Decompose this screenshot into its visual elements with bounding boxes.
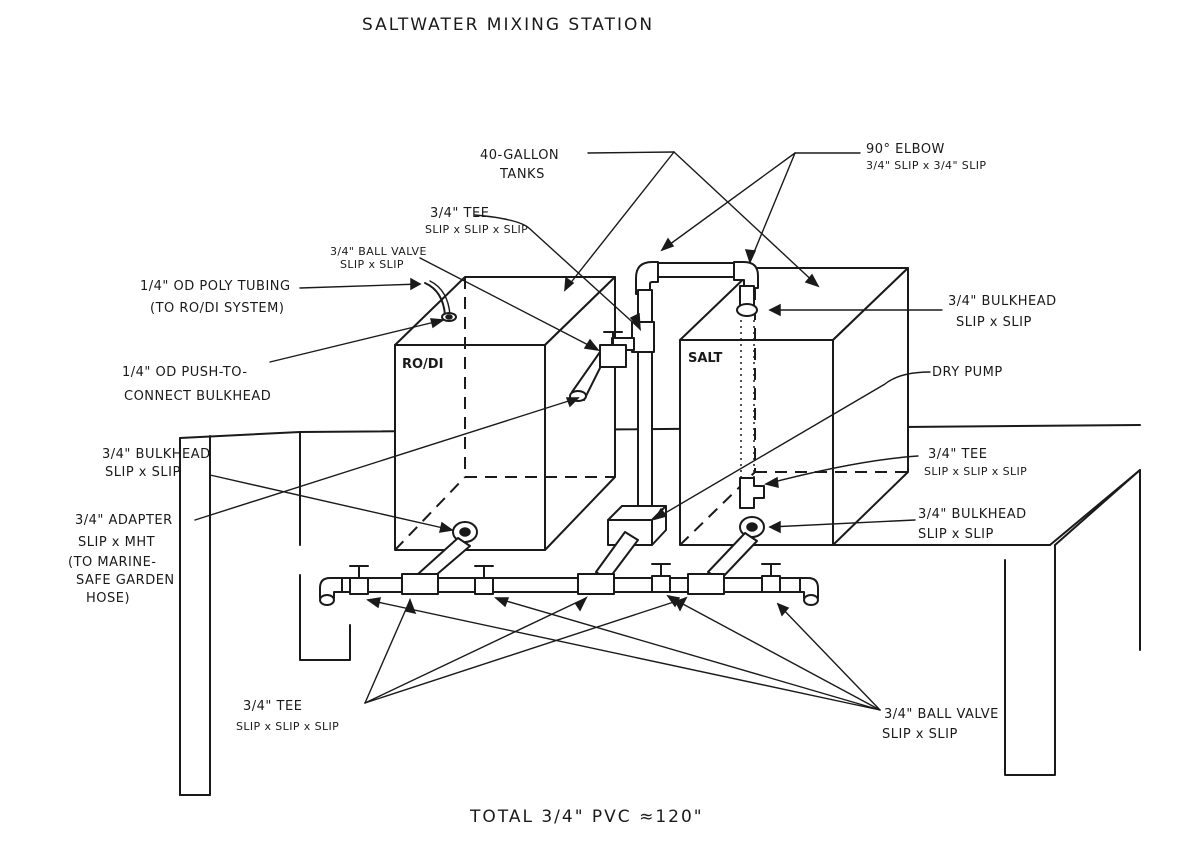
tank-rodi bbox=[394, 276, 616, 551]
piping bbox=[319, 261, 819, 606]
svg-text:SLIP x SLIP x SLIP: SLIP x SLIP x SLIP bbox=[236, 720, 339, 733]
label-adapter: 3/4" ADAPTER SLIP x MHT (TO MARINE- SAFE… bbox=[68, 513, 175, 606]
label-forty-gallon: 40-GALLON TANKS bbox=[480, 148, 559, 182]
table bbox=[179, 424, 1141, 796]
svg-text:1/4" OD PUSH-TO-: 1/4" OD PUSH-TO- bbox=[122, 365, 248, 380]
svg-text:HOSE): HOSE) bbox=[86, 591, 130, 606]
label-dry-pump: DRY PUMP bbox=[932, 365, 1003, 380]
svg-text:3/4" TEE: 3/4" TEE bbox=[928, 447, 987, 462]
label-push-connect: 1/4" OD PUSH-TO- CONNECT BULKHEAD bbox=[122, 365, 271, 404]
svg-text:3/4" TEE: 3/4" TEE bbox=[243, 699, 302, 714]
footer-total: TOTAL 3/4" PVC ≈120" bbox=[469, 807, 704, 827]
svg-text:3/4" ADAPTER: 3/4" ADAPTER bbox=[75, 513, 173, 528]
svg-text:1/4" OD POLY TUBING: 1/4" OD POLY TUBING bbox=[140, 279, 291, 294]
svg-text:DRY PUMP: DRY PUMP bbox=[932, 365, 1003, 380]
label-tee-right: 3/4" TEE SLIP x SLIP x SLIP bbox=[924, 447, 1027, 478]
svg-text:3/4" BALL VALVE: 3/4" BALL VALVE bbox=[884, 707, 999, 722]
svg-text:SLIP x MHT: SLIP x MHT bbox=[78, 535, 155, 550]
svg-text:3/4" TEE: 3/4" TEE bbox=[430, 206, 489, 221]
svg-text:SAFE GARDEN: SAFE GARDEN bbox=[76, 573, 175, 588]
svg-text:3/4" SLIP x 3/4" SLIP: 3/4" SLIP x 3/4" SLIP bbox=[866, 159, 986, 172]
svg-text:SLIP x SLIP: SLIP x SLIP bbox=[340, 258, 404, 271]
svg-text:SLIP x SLIP: SLIP x SLIP bbox=[105, 465, 181, 480]
svg-text:3/4" BULKHEAD: 3/4" BULKHEAD bbox=[918, 507, 1027, 522]
title-text: SALTWATER MIXING STATION bbox=[362, 15, 654, 35]
label-ball-valve-bottom: 3/4" BALL VALVE SLIP x SLIP bbox=[882, 707, 999, 742]
label-bulkhead-right-top: 3/4" BULKHEAD SLIP x SLIP bbox=[948, 294, 1057, 330]
svg-text:90° ELBOW: 90° ELBOW bbox=[866, 142, 945, 157]
svg-text:SLIP x SLIP: SLIP x SLIP bbox=[882, 727, 958, 742]
tank-label-rodi: RO/DI bbox=[402, 357, 443, 372]
manifold-valve-1 bbox=[349, 565, 369, 595]
tank-label-salt: SALT bbox=[688, 351, 723, 366]
label-ball-valve-top: 3/4" BALL VALVE SLIP x SLIP bbox=[330, 245, 427, 271]
manifold-valve-3 bbox=[651, 563, 671, 593]
label-bulkhead-right-low: 3/4" BULKHEAD SLIP x SLIP bbox=[918, 507, 1027, 542]
svg-text:3/4" BALL VALVE: 3/4" BALL VALVE bbox=[330, 245, 427, 258]
svg-text:3/4" BULKHEAD: 3/4" BULKHEAD bbox=[102, 447, 211, 462]
svg-text:TANKS: TANKS bbox=[499, 167, 545, 182]
svg-text:SLIP x SLIP: SLIP x SLIP bbox=[918, 527, 994, 542]
svg-text:SLIP x SLIP x SLIP: SLIP x SLIP x SLIP bbox=[924, 465, 1027, 478]
svg-text:(TO MARINE-: (TO MARINE- bbox=[68, 555, 156, 570]
svg-text:(TO RO/DI SYSTEM): (TO RO/DI SYSTEM) bbox=[150, 301, 284, 316]
leader-lines bbox=[194, 151, 943, 711]
label-tee-top: 3/4" TEE SLIP x SLIP x SLIP bbox=[425, 206, 528, 236]
svg-text:40-GALLON: 40-GALLON bbox=[480, 148, 559, 163]
label-tee-bottom: 3/4" TEE SLIP x SLIP x SLIP bbox=[236, 699, 339, 733]
tank-salt bbox=[679, 267, 909, 546]
svg-text:CONNECT BULKHEAD: CONNECT BULKHEAD bbox=[124, 389, 271, 404]
svg-text:3/4" BULKHEAD: 3/4" BULKHEAD bbox=[948, 294, 1057, 309]
label-bulkhead-left: 3/4" BULKHEAD SLIP x SLIP bbox=[102, 447, 211, 480]
svg-text:SLIP x SLIP: SLIP x SLIP bbox=[956, 315, 1032, 330]
manifold-valve-2 bbox=[474, 565, 494, 595]
diagram-title: SALTWATER MIXING STATION bbox=[362, 15, 654, 35]
label-poly-tubing: 1/4" OD POLY TUBING (TO RO/DI SYSTEM) bbox=[140, 279, 291, 316]
manifold-valve-4 bbox=[761, 563, 781, 593]
label-elbow: 90° ELBOW 3/4" SLIP x 3/4" SLIP bbox=[866, 142, 986, 172]
svg-text:SLIP x SLIP x SLIP: SLIP x SLIP x SLIP bbox=[425, 223, 528, 236]
